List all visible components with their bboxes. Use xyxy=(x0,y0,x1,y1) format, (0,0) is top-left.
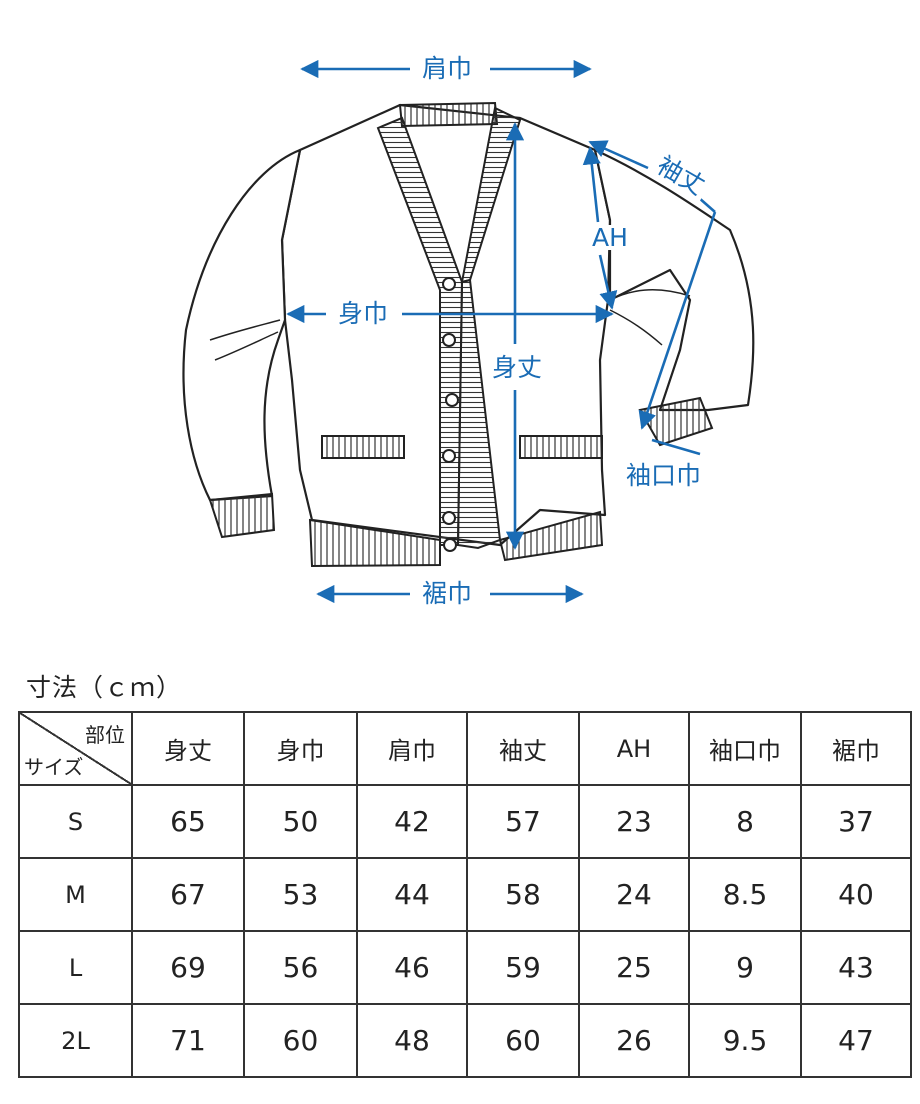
value-cell: 47 xyxy=(800,1003,912,1078)
value-cell: 8 xyxy=(688,784,802,859)
value-cell: 60 xyxy=(466,1003,580,1078)
pocket-left xyxy=(321,435,405,459)
value-cell: 37 xyxy=(800,784,912,859)
value-cell: 43 xyxy=(800,930,912,1005)
label-cuff-width: 袖口巾 xyxy=(622,463,706,488)
value-cell: 59 xyxy=(466,930,580,1005)
neck-rib xyxy=(398,101,499,128)
value-cell: 23 xyxy=(578,784,690,859)
value-cell: 9.5 xyxy=(688,1003,802,1078)
value-cell: 69 xyxy=(131,930,245,1005)
cardigan-diagram: 肩巾 袖丈 AH 身巾 身丈 袖口巾 裾巾 xyxy=(182,56,755,606)
hem-rib xyxy=(308,518,441,568)
header-cell: 裾巾 xyxy=(800,711,912,786)
value-cell: 26 xyxy=(578,1003,690,1078)
label-body-length: 身丈 xyxy=(488,355,547,380)
label-armhole: AH xyxy=(588,225,632,250)
cardigan-illustration xyxy=(182,59,755,604)
value-cell: 9 xyxy=(688,930,802,1005)
table-row: L 69 56 46 59 25 9 43 xyxy=(18,930,912,1005)
value-cell: 46 xyxy=(356,930,468,1005)
value-cell: 50 xyxy=(243,784,358,859)
cuff-left xyxy=(208,492,276,539)
value-cell: 58 xyxy=(466,857,580,932)
value-cell: 24 xyxy=(578,857,690,932)
corner-label-part: 部位 xyxy=(85,723,125,747)
cuff-right xyxy=(638,396,714,447)
label-hem-width: 裾巾 xyxy=(418,581,477,606)
size-cell: M xyxy=(18,857,133,932)
table-row: M 67 53 44 58 24 8.5 40 xyxy=(18,857,912,932)
value-cell: 67 xyxy=(131,857,245,932)
table-row: 2L 71 60 48 60 26 9.5 47 xyxy=(18,1003,912,1078)
measure-arrows xyxy=(286,59,717,604)
value-cell: 65 xyxy=(131,784,245,859)
value-cell: 40 xyxy=(800,857,912,932)
value-cell: 48 xyxy=(356,1003,468,1078)
corner-cell: 部位 サイズ xyxy=(18,711,133,786)
size-cell: 2L xyxy=(18,1003,133,1078)
value-cell: 53 xyxy=(243,857,358,932)
unit-caption: 寸法（ｃｍ） xyxy=(26,673,183,702)
corner-label-size: サイズ xyxy=(24,755,84,779)
size-cell: L xyxy=(18,930,133,1005)
table-header-row: 部位 サイズ 身丈 身巾 肩巾 袖丈 AH 袖口巾 裾巾 xyxy=(18,711,912,786)
header-cell: 袖丈 xyxy=(466,711,580,786)
buttons xyxy=(442,277,459,552)
label-shoulder-width: 肩巾 xyxy=(418,56,477,81)
header-cell: 袖口巾 xyxy=(688,711,802,786)
value-cell: 8.5 xyxy=(688,857,802,932)
header-cell: AH xyxy=(578,711,690,786)
size-cell: S xyxy=(18,784,133,859)
table-row: S 65 50 42 57 23 8 37 xyxy=(18,784,912,859)
value-cell: 44 xyxy=(356,857,468,932)
value-cell: 25 xyxy=(578,930,690,1005)
pocket-right xyxy=(519,435,603,459)
value-cell: 60 xyxy=(243,1003,358,1078)
value-cell: 42 xyxy=(356,784,468,859)
header-cell: 身巾 xyxy=(243,711,358,786)
value-cell: 56 xyxy=(243,930,358,1005)
value-cell: 57 xyxy=(466,784,580,859)
label-body-width: 身巾 xyxy=(334,301,393,326)
size-table: 部位 サイズ 身丈 身巾 肩巾 袖丈 AH 袖口巾 裾巾 S 65 50 42 … xyxy=(18,711,912,1078)
header-cell: 肩巾 xyxy=(356,711,468,786)
header-cell: 身丈 xyxy=(131,711,245,786)
value-cell: 71 xyxy=(131,1003,245,1078)
